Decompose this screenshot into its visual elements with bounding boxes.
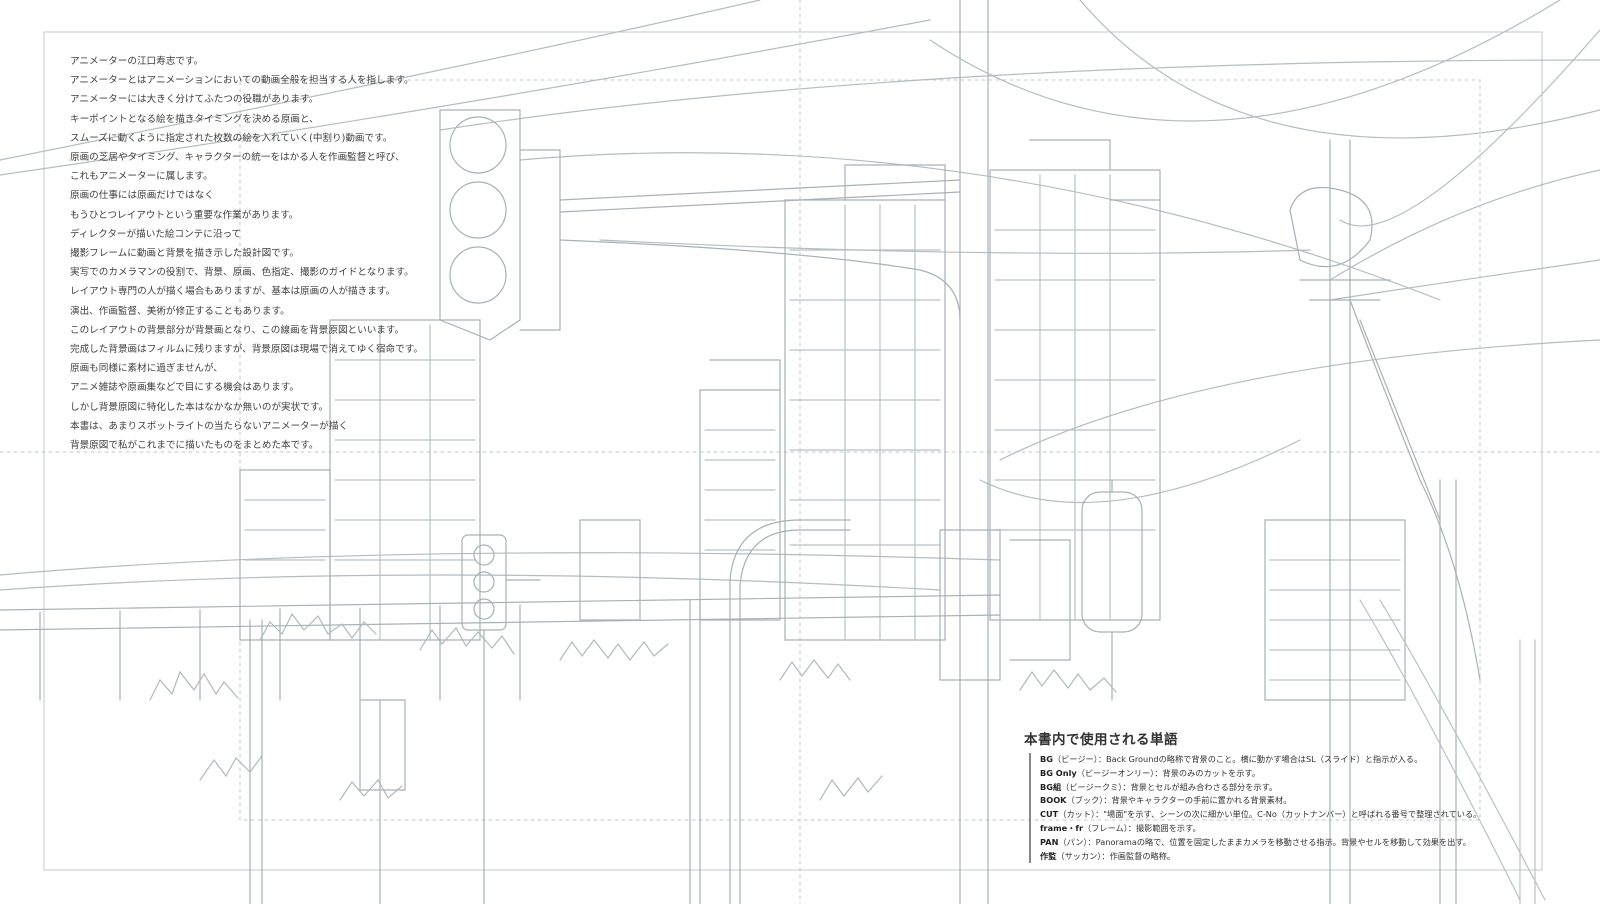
intro-text-block: アニメーターの江口寿志です。 アニメーターとはアニメーションにおいての動画全般を… — [70, 52, 470, 455]
intro-line: 実写でのカメラマンの役割で、背景、原画、色指定、撮影のガイドとなります。 — [70, 267, 414, 279]
glossary-definition: （フレーム）：撮影範囲を示す。 — [1083, 822, 1201, 833]
center-utility-pole — [940, 0, 1070, 904]
intro-line: もうひとつレイアウトという重要な作業があります。 — [70, 209, 299, 221]
intro-line: しかし背景原図に特化した本はなかなか無いのが実状です。 — [70, 401, 329, 413]
glossary-term: 作監 — [1040, 850, 1057, 861]
intro-line: アニメーターの江口寿志です。 — [70, 56, 204, 67]
center-tall-building — [785, 165, 945, 640]
intro-line: キーポイントとなる絵を描きタイミングを決める原画と、 — [70, 113, 319, 125]
small-traffic-signal — [462, 535, 540, 904]
intro-line: 背景原図で私がこれまでに描いたものをまとめた本です。 — [70, 440, 319, 452]
glossary-definition: （ビージークミ）：背景とセルが組み合わさる部分を示す。 — [1061, 781, 1278, 792]
street-lamp — [730, 520, 850, 904]
glossary-item: BOOK（ブック）：背景やキャラクターの手前に置かれる背景素材。 — [1040, 794, 1584, 808]
intro-line: 本書は、あまりスポットライトの当たらないアニメーターが描く — [70, 420, 349, 432]
glossary-item: 作監（サッカン）：作画監督の略称。 — [1040, 850, 1584, 864]
glossary-definition: （ビージー）：Back Groundの略称で背景のこと。横に動かす場合はSL（ス… — [1052, 754, 1423, 764]
glossary-term: BG — [1040, 754, 1053, 764]
intro-line: これもアニメーターに属します。 — [70, 171, 213, 183]
far-right-building — [1265, 520, 1405, 700]
intro-line: このレイアウトの背景部分が背景画となり、この線画を背景原図といいます。 — [70, 324, 405, 336]
intro-line: 原画の仕事には原画だけではなく — [70, 190, 214, 202]
glossary-section: 本書内で使用される単語 BG（ビージー）：Back Groundの略称で背景のこ… — [1024, 728, 1584, 864]
intro-line: 完成した背景画はフィルムに残りますが、背景原図は現場で消えてゆく宿命です。 — [70, 344, 423, 356]
large-traffic-signal — [440, 110, 960, 340]
glossary-definition: （カット）："場面"を示す、シーンの次に細かい単位。C-No（カットナンバー）と… — [1058, 809, 1482, 820]
left-buildings — [240, 320, 640, 640]
intro-line: 原画の芝居やタイミング、キャラクターの統一をはかる人を作画監督と呼び、 — [70, 152, 405, 164]
glossary-item: BG Only（ビージーオンリー）：背景のみのカットを示す。 — [1040, 767, 1584, 781]
intro-line: アニメ雑誌や原画集などで目にする機会はあります。 — [70, 382, 300, 394]
glossary-term: CUT — [1040, 809, 1059, 820]
glossary-definition: （ビージーオンリー）：背景のみのカットを示す。 — [1076, 767, 1260, 778]
glossary-term: BG組 — [1040, 781, 1062, 792]
glossary-title: 本書内で使用される単語 — [1024, 732, 1178, 748]
glossary-definition: （ブック）：背景やキャラクターの手前に置かれる背景素材。 — [1066, 795, 1292, 806]
right-utility-pole — [1290, 140, 1480, 904]
intro-line: 撮影フレームに動画と背景を描き示した設計図です。 — [70, 248, 300, 260]
right-center-building — [990, 140, 1160, 620]
glossary-item: BG組（ビージークミ）：背景とセルが組み合わさる部分を示す。 — [1040, 781, 1584, 795]
foreground-poles — [250, 600, 700, 904]
glossary-item: BG（ビージー）：Back Groundの略称で背景のこと。横に動かす場合はSL… — [1040, 753, 1584, 767]
road-mirror — [1082, 480, 1142, 700]
intro-line: レイアウト専門の人が描く場合もありますが、基本は原画の人が描きます。 — [70, 286, 396, 298]
glossary-term: BG Only — [1040, 767, 1077, 778]
intro-line: 演出、作画監督、美術が修正することもあります。 — [70, 305, 290, 317]
intro-line: アニメーターには大きく分けてふたつの役職があります。 — [70, 94, 319, 106]
glossary-item: frame・fr（フレーム）：撮影範囲を示す。 — [1040, 822, 1584, 836]
intro-line: アニメーターとはアニメーションにおいての動画全般を担当する人を指します。 — [70, 75, 414, 87]
intro-line: スムーズに動くように指定された枚数の絵を入れていく(中割り)動画です。 — [70, 132, 393, 144]
glossary-list: BG（ビージー）：Back Groundの略称で背景のこと。横に動かす場合はSL… — [1029, 753, 1584, 864]
glossary-item: CUT（カット）："場面"を示す、シーンの次に細かい単位。C-No（カットナンバ… — [1040, 808, 1584, 822]
bridge-railing — [0, 595, 1000, 700]
glossary-definition: （サッカン）：作画監督の略称。 — [1056, 850, 1176, 861]
intro-line: 原画も同様に素材に過ぎませんが、 — [70, 363, 224, 375]
mid-left-building — [700, 360, 780, 620]
glossary-term: BOOK — [1040, 795, 1067, 806]
glossary-item: PAN（パン）：Panoramaの略で、位置を固定したままカメラを移動させる指示… — [1040, 836, 1584, 850]
glossary-term: frame・fr — [1040, 822, 1083, 833]
railway-tracks — [1360, 600, 1545, 904]
glossary-definition: （パン）：Panoramaの略で、位置を固定したままカメラを移動させる指示。背景… — [1058, 836, 1471, 847]
tree-foliage — [150, 614, 1116, 800]
glossary-term: PAN — [1040, 836, 1059, 847]
intro-line: ディレクターが描いた絵コンテに沿って — [70, 228, 242, 240]
